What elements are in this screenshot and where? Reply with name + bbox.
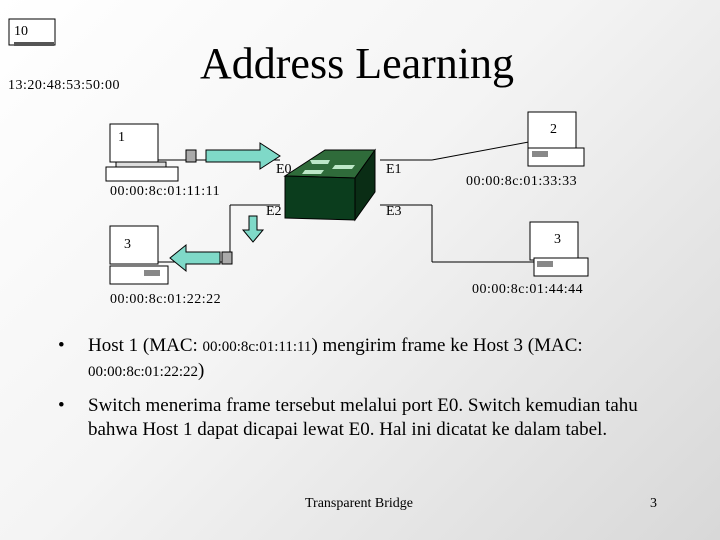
corner-number: 10: [14, 24, 28, 39]
bullet-1: Host 1 (MAC: 00:00:8c:01:11:11) mengirim…: [58, 334, 658, 384]
network-diagram: [105, 111, 589, 285]
frame-arrow-down: [241, 215, 265, 243]
port-e2-label: E2: [266, 204, 282, 219]
host-3-left-computer: [109, 225, 169, 285]
host-3-right-mac: 00:00:8c:01:44:44: [472, 282, 584, 297]
bullet-1-mac2: 00:00:8c:01:22:22: [88, 364, 198, 380]
host-1-label: 1: [118, 130, 125, 145]
host-2-computer: [527, 111, 585, 167]
bullet-1-mac1: 00:00:8c:01:11:11: [202, 339, 312, 355]
host-1-computer: [105, 123, 179, 182]
slide-title: Address Learning: [200, 39, 515, 88]
bullet-list: Host 1 (MAC: 00:00:8c:01:11:11) mengirim…: [58, 334, 658, 452]
host-2-label: 2: [550, 122, 557, 137]
port-e3-label: E3: [386, 204, 402, 219]
footer-text: Transparent Bridge: [305, 496, 413, 511]
host-2-mac: 00:00:8c:01:33:33: [466, 174, 578, 189]
page-number: 3: [650, 496, 657, 511]
switch-icon: [283, 148, 376, 222]
port-e0-label: E0: [276, 162, 292, 177]
frame-arrow-in: [185, 142, 281, 170]
corner-box: [8, 18, 56, 46]
host-3-left-mac: 00:00:8c:01:22:22: [110, 292, 222, 307]
port-e1-label: E1: [386, 162, 402, 177]
host-3-left-label: 3: [124, 237, 131, 252]
host-3-right-computer: [529, 221, 589, 277]
bullet-2: Switch menerima frame tersebut melalui p…: [58, 394, 658, 442]
corner-mac: 13:20:48:53:50:00: [8, 78, 120, 93]
host-3-right-label: 3: [554, 232, 561, 247]
host-1-mac: 00:00:8c:01:11:11: [110, 184, 221, 199]
frame-arrow-out: [169, 243, 233, 273]
